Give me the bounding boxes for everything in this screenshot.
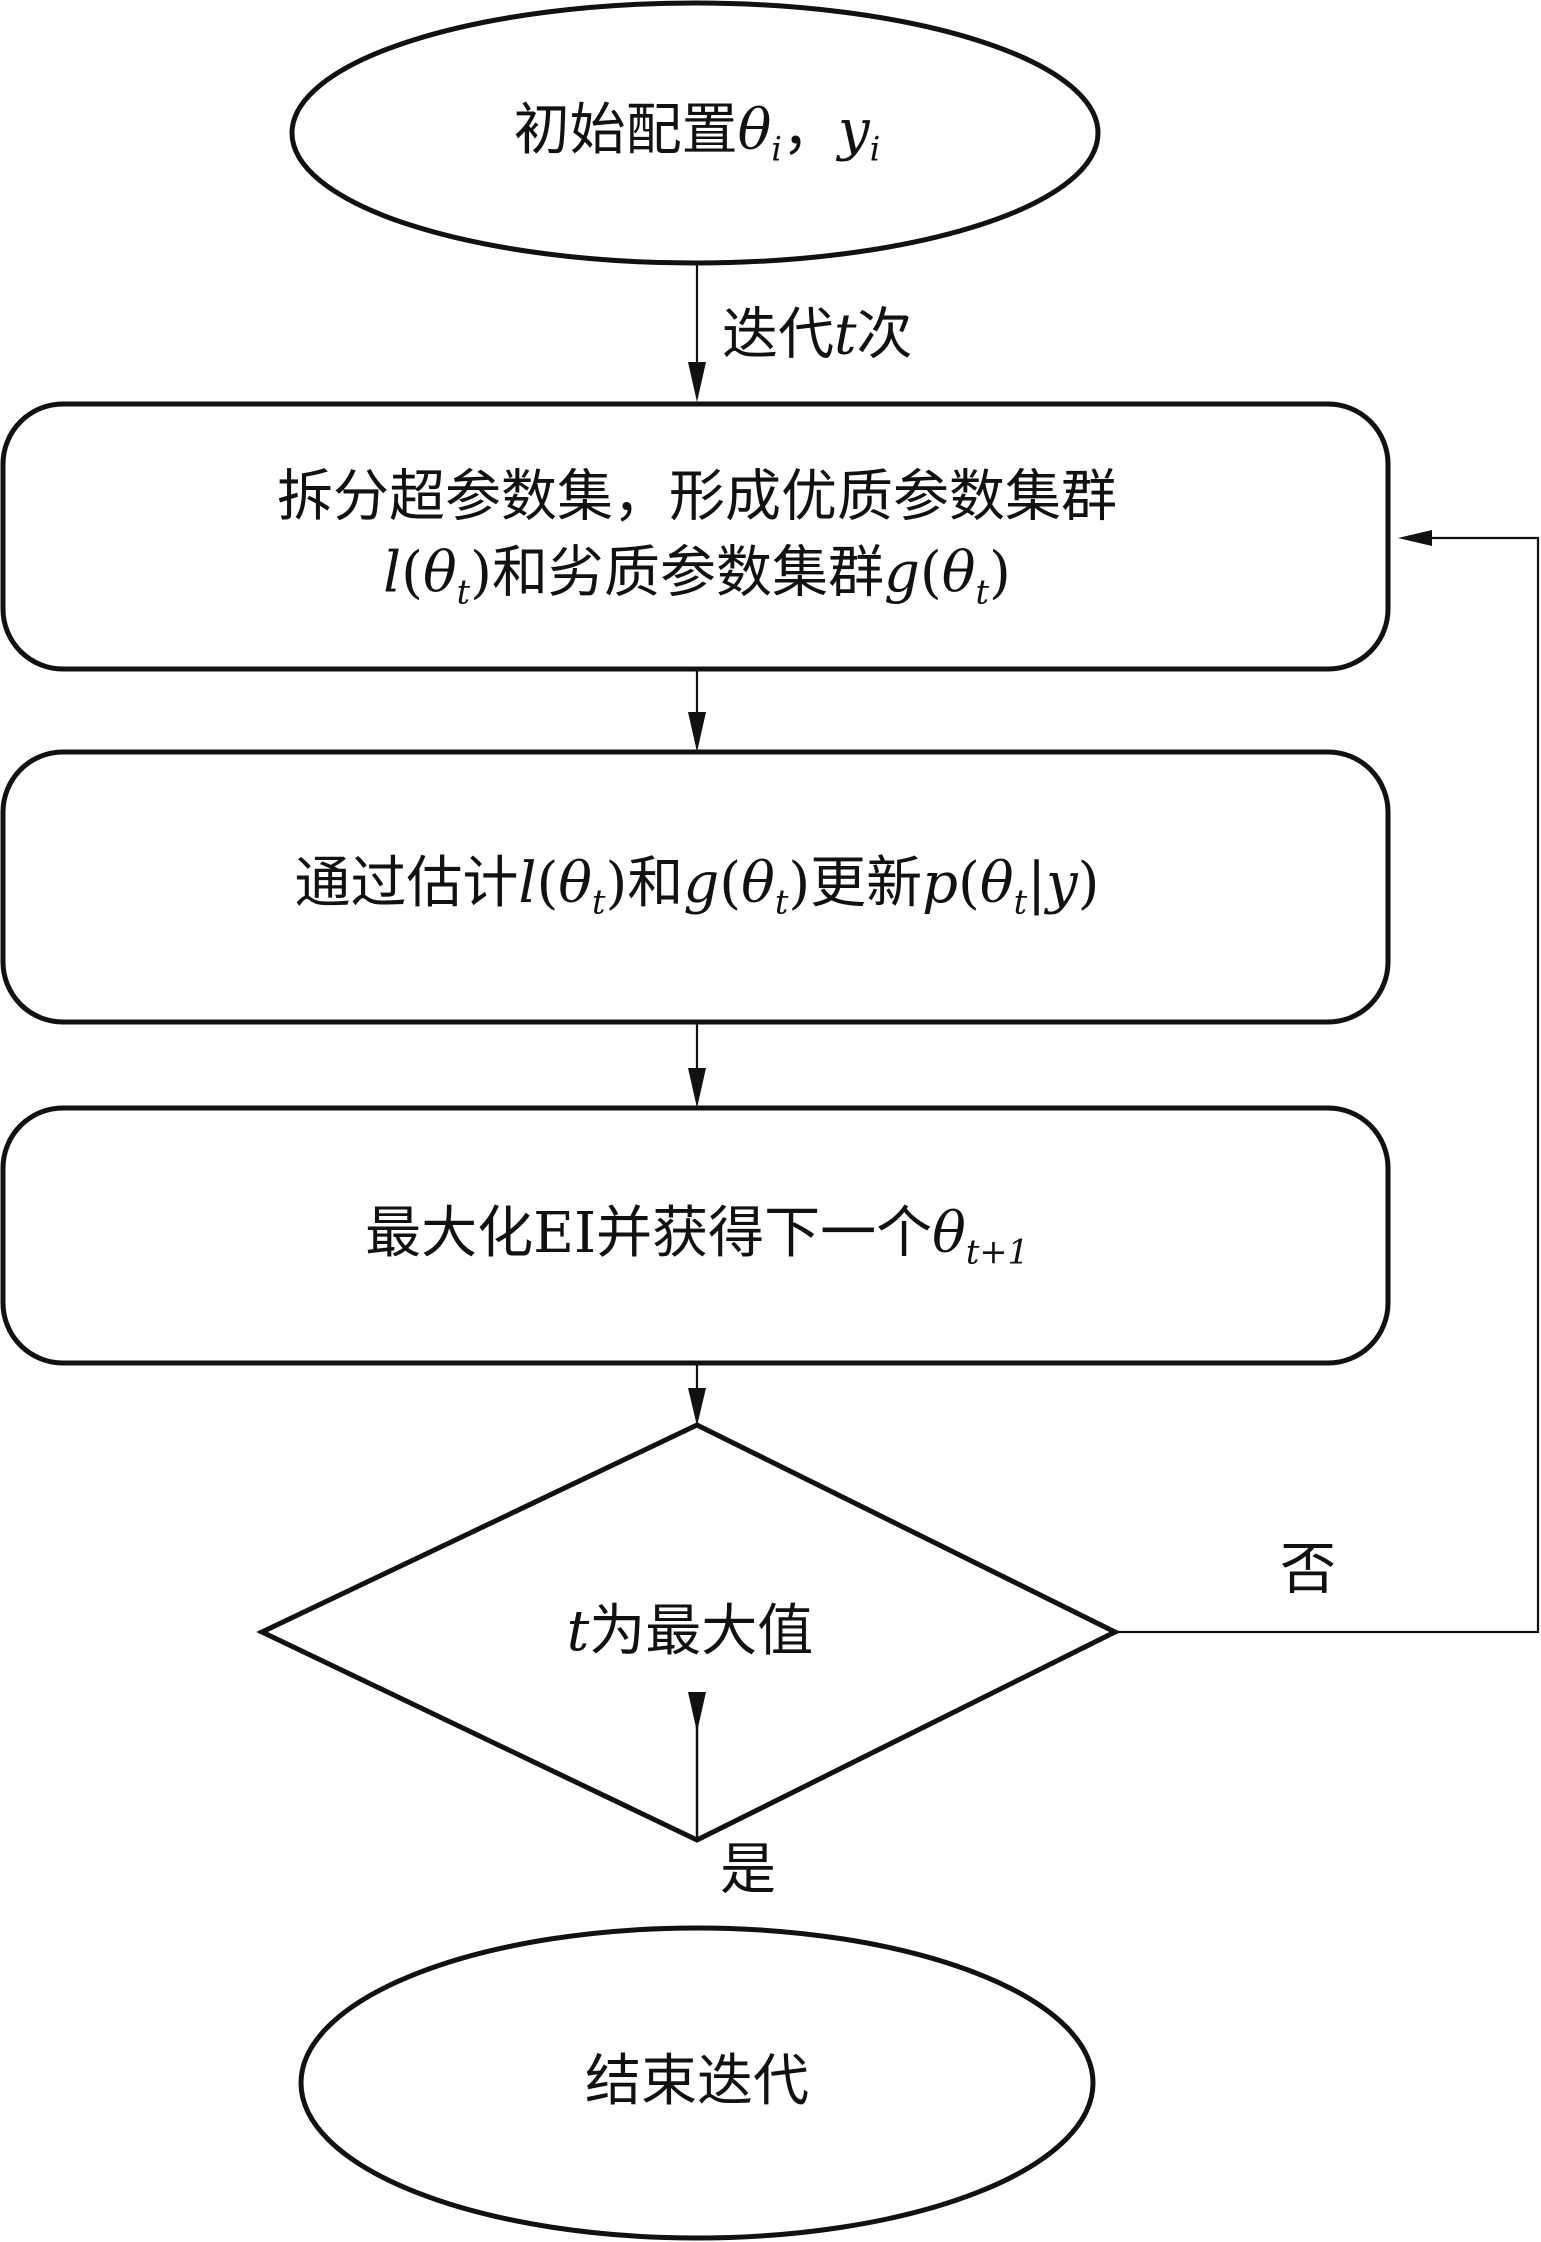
maximize-node-label: 最大化EI并获得下一个θt+1 xyxy=(365,1200,1029,1272)
edge-label-no: 否 xyxy=(1280,1537,1336,1603)
iterate-text: 迭代 xyxy=(722,302,834,368)
theta-symbol-2: θ xyxy=(941,540,976,606)
update-node xyxy=(0,749,1391,1025)
paren-open: ( xyxy=(401,540,423,606)
theta-symbol: θ xyxy=(737,97,772,163)
bar-symbol: | xyxy=(1027,850,1046,916)
split-line-1: 拆分超参数集，形成优质参数集群 xyxy=(277,464,1117,530)
g-symbol: g xyxy=(884,540,920,606)
p-symbol: p xyxy=(922,850,959,916)
paren-open-2: ( xyxy=(919,540,942,606)
times-text: 次 xyxy=(856,302,913,368)
subscript-t-3: t xyxy=(1013,882,1028,922)
subscript-t: t xyxy=(592,882,606,922)
update-text-1: 通过估计 xyxy=(294,850,519,916)
t-symbol: t xyxy=(834,302,857,368)
paren-open-2: ( xyxy=(719,850,742,916)
subscript-t-2: t xyxy=(975,572,989,611)
maximize-node xyxy=(0,1105,1391,1366)
y-symbol: y xyxy=(1045,850,1078,916)
start-node xyxy=(289,0,1101,266)
paren-close-2: ) xyxy=(988,540,1011,606)
paren-close: ) xyxy=(470,540,493,606)
paren-open-3: ( xyxy=(958,850,980,916)
update-text-3: )更新 xyxy=(788,850,923,916)
arrowhead-split-to-update xyxy=(688,712,706,752)
theta-symbol-2: θ xyxy=(741,850,775,916)
split-line-2: l(θt)和劣质参数集群g(θt) xyxy=(277,535,1117,614)
split-node-label: 拆分超参数集，形成优质参数集群 l(θt)和劣质参数集群g(θt) xyxy=(277,460,1117,615)
start-node-label: 初始配置θi，yi xyxy=(513,97,881,169)
paren-open: ( xyxy=(536,850,559,916)
theta-symbol-3: θ xyxy=(979,850,1014,916)
split-node xyxy=(0,401,1391,672)
l-symbol: l xyxy=(383,540,402,606)
arrowhead-update-to-maximize xyxy=(688,1068,706,1108)
edge-decision-to-split-no xyxy=(1115,536,1540,1634)
l-symbol: l xyxy=(518,850,537,916)
subscript-i: i xyxy=(771,129,783,169)
edge-label-yes: 是 xyxy=(720,1837,776,1903)
edge-label-iterate: 迭代t次 xyxy=(722,290,913,371)
paren-close-3: ) xyxy=(1077,850,1100,916)
subscript-t-2: t xyxy=(774,882,789,922)
t-symbol: t xyxy=(566,1598,590,1664)
y-symbol: y xyxy=(838,97,870,163)
decision-text: 为最大值 xyxy=(589,1598,814,1664)
arrowhead-yes xyxy=(688,1692,706,1732)
subscript-t: t xyxy=(456,572,471,611)
theta-symbol: θ xyxy=(422,540,457,606)
split-mid-text: 和劣质参数集群 xyxy=(492,540,885,606)
arrowhead-decision-to-split xyxy=(1398,530,1432,546)
g-symbol: g xyxy=(683,850,720,916)
arrowhead-start-to-split xyxy=(688,362,706,402)
update-text-2: )和 xyxy=(605,850,684,916)
start-text-cn: 初始配置 xyxy=(513,97,738,163)
decision-node-label: t为最大值 xyxy=(566,1598,814,1664)
end-ellipse xyxy=(298,1925,1096,2241)
update-node-label: 通过估计l(θt)和g(θt)更新p(θt|y) xyxy=(294,850,1100,922)
theta-symbol: θ xyxy=(558,850,593,916)
subscript-i-2: i xyxy=(869,129,881,169)
end-node-label: 结束迭代 xyxy=(585,2048,809,2114)
theta-symbol: θ xyxy=(932,1200,966,1266)
arrowhead-maximize-to-decision xyxy=(688,1388,706,1426)
comma: ， xyxy=(782,97,839,163)
maximize-text: 最大化EI并获得下一个 xyxy=(365,1200,933,1266)
subscript-t-plus-1: t+1 xyxy=(965,1232,1029,1272)
